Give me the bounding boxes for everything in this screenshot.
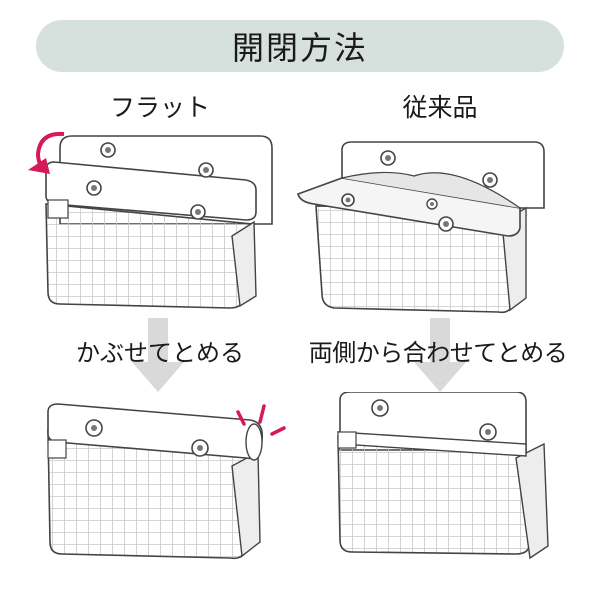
rotate-arrow-icon <box>28 131 65 174</box>
conventional-column-title: 従来品 <box>402 93 478 122</box>
snap-button <box>371 399 497 441</box>
title-banner: 開閉方法 <box>36 20 564 72</box>
flat-pouch-open-illustration <box>28 131 273 309</box>
conventional-pouch-closed-illustration <box>337 392 549 560</box>
page-title: 開閉方法 <box>231 29 368 67</box>
down-arrow-icon <box>414 318 466 392</box>
flat-column-title: フラット <box>109 93 210 122</box>
conventional-pouch-open-illustration <box>297 141 545 314</box>
down-arrow-icon <box>132 318 184 392</box>
flat-pouch-closed-illustration <box>47 403 286 560</box>
snap-button <box>341 150 498 232</box>
snap-button <box>85 419 209 457</box>
snap-sparkle-icon <box>236 404 286 436</box>
flat-closing-method: かぶせてとめる <box>76 339 244 367</box>
conventional-closing-method: 両側から合わせてとめる <box>308 339 568 367</box>
snap-button <box>86 142 214 220</box>
